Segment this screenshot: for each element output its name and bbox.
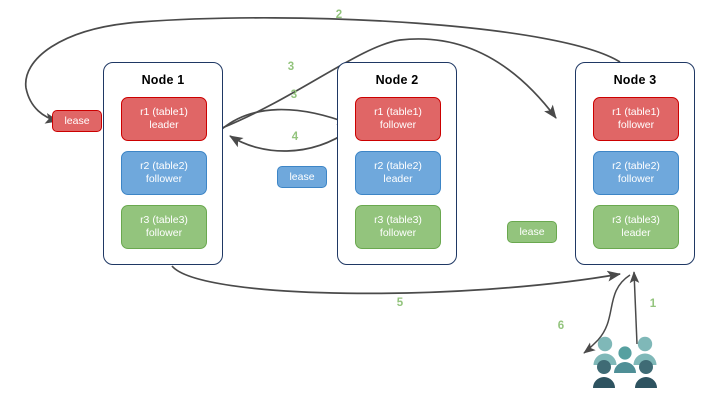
replica-role: leader <box>621 227 651 239</box>
replica-role: follower <box>379 119 417 131</box>
step-label-6: 6 <box>557 320 565 332</box>
replica-node1-r1[interactable]: r1 (table1) leader <box>121 97 207 141</box>
replica-role: leader <box>383 173 413 185</box>
replica-role: leader <box>149 119 179 131</box>
step-label-4: 4 <box>291 131 299 143</box>
node-title: Node 2 <box>375 73 419 87</box>
lease-badge-green[interactable]: lease <box>507 221 557 243</box>
replica-node2-r1[interactable]: r1 (table1) follower <box>355 97 441 141</box>
replica-node2-r3[interactable]: r3 (table3) follower <box>355 205 441 249</box>
replica-name: r2 (table2) <box>140 160 188 172</box>
lease-label: lease <box>64 115 90 127</box>
replica-node3-r3[interactable]: r3 (table3) leader <box>593 205 679 249</box>
node-title: Node 1 <box>141 73 185 87</box>
replica-role: follower <box>617 173 655 185</box>
lease-badge-red[interactable]: lease <box>52 110 102 132</box>
replica-name: r1 (table1) <box>140 106 188 118</box>
node-box-1[interactable]: Node 1 r1 (table1) leader r2 (table2) fo… <box>103 62 223 265</box>
replica-node3-r1[interactable]: r1 (table1) follower <box>593 97 679 141</box>
user-head-front-right <box>639 360 653 374</box>
replica-name: r3 (table3) <box>374 214 422 226</box>
step-label-5: 5 <box>396 297 404 309</box>
node-box-3[interactable]: Node 3 r1 (table1) follower r2 (table2) … <box>575 62 695 265</box>
node-box-2[interactable]: Node 2 r1 (table1) follower r2 (table2) … <box>337 62 457 265</box>
replica-node2-r2[interactable]: r2 (table2) leader <box>355 151 441 195</box>
replica-name: r1 (table1) <box>374 106 422 118</box>
user-body-front-right <box>635 377 657 388</box>
user-head-front-left <box>597 360 611 374</box>
user-head-back-right <box>637 336 653 352</box>
replica-name: r3 (table3) <box>612 214 660 226</box>
replica-role: follower <box>379 227 417 239</box>
users-group-icon <box>590 334 660 394</box>
replica-name: r3 (table3) <box>140 214 188 226</box>
replica-name: r2 (table2) <box>612 160 660 172</box>
replica-role: follower <box>617 119 655 131</box>
step-label-3b: 3 <box>290 89 298 101</box>
lease-badge-blue[interactable]: lease <box>277 166 327 188</box>
replica-role: follower <box>145 173 183 185</box>
step-label-1: 1 <box>649 298 657 310</box>
lease-label: lease <box>519 226 545 238</box>
replica-name: r2 (table2) <box>374 160 422 172</box>
edge-step-3b <box>221 108 351 130</box>
user-head-back-left <box>597 336 613 352</box>
step-label-3a: 3 <box>287 61 295 73</box>
replica-node1-r2[interactable]: r2 (table2) follower <box>121 151 207 195</box>
step-label-2: 2 <box>335 9 343 21</box>
edge-step-5 <box>171 265 622 295</box>
user-head-mid <box>618 346 632 360</box>
replica-name: r1 (table1) <box>612 106 660 118</box>
lease-label: lease <box>289 171 315 183</box>
user-body-front-left <box>593 377 615 388</box>
node-title: Node 3 <box>613 73 657 87</box>
replica-node3-r2[interactable]: r2 (table2) follower <box>593 151 679 195</box>
replica-node1-r3[interactable]: r3 (table3) follower <box>121 205 207 249</box>
user-body-mid <box>614 362 636 373</box>
replica-role: follower <box>145 227 183 239</box>
